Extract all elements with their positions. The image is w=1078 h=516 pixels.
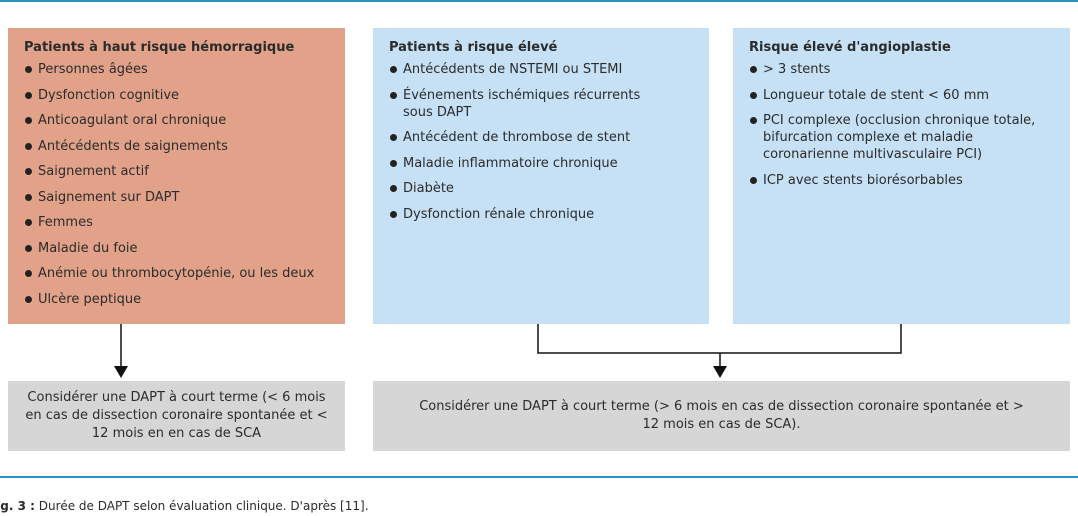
figure-caption: Fig. 3 : Durée de DAPT selon évaluation … xyxy=(0,498,369,514)
left-arrowhead-icon xyxy=(114,366,128,378)
list-item: Ulcère peptique xyxy=(24,291,329,308)
list-item: Femmes xyxy=(24,214,329,231)
list-item: Dysfonction cognitive xyxy=(24,87,329,104)
high-risk-patients-box: Patients à risque élevé Antécédents de N… xyxy=(373,28,709,324)
list-item: Dysfonction rénale chronique xyxy=(389,206,693,223)
angioplasty-risk-title: Risque élevé d'angioplastie xyxy=(749,40,951,55)
angioplasty-risk-box: Risque élevé d'angioplastie > 3 stents L… xyxy=(733,28,1070,324)
bracket-connector-line xyxy=(537,324,902,354)
list-item: Maladie inflammatoire chronique xyxy=(389,155,693,172)
list-item: Événements ischémiques récurrents sous D… xyxy=(389,87,693,121)
list-item: Longueur totale de stent < 60 mm xyxy=(749,87,1054,104)
caption-label: Fig. 3 : xyxy=(0,499,35,513)
short-dapt-recommendation-right: Considérer une DAPT à court terme (> 6 m… xyxy=(373,381,1070,451)
list-item: ICP avec stents biorésorbables xyxy=(749,172,1054,189)
angioplasty-risk-list: > 3 stents Longueur totale de stent < 60… xyxy=(749,61,1054,189)
list-item: PCI complexe (occlusion chronique totale… xyxy=(749,112,1054,163)
list-item: Personnes âgées xyxy=(24,61,329,78)
list-item: Anémie ou thrombocytopénie, ou les deux xyxy=(24,265,329,282)
top-rule xyxy=(0,0,1078,2)
list-item: Diabète xyxy=(389,180,693,197)
list-item: Anticoagulant oral chronique xyxy=(24,112,329,129)
high-bleeding-risk-title: Patients à haut risque hémorragique xyxy=(24,40,295,55)
caption-text: Durée de DAPT selon évaluation clinique.… xyxy=(38,499,369,513)
recommendation-text: Considérer une DAPT à court terme (< 6 m… xyxy=(25,390,328,441)
right-arrowhead-icon xyxy=(713,366,727,378)
high-risk-patients-list: Antécédents de NSTEMI ou STEMI Événement… xyxy=(389,61,693,223)
list-item: > 3 stents xyxy=(749,61,1054,78)
list-item: Saignement sur DAPT xyxy=(24,189,329,206)
list-item: Antécédents de NSTEMI ou STEMI xyxy=(389,61,693,78)
high-bleeding-risk-box: Patients à haut risque hémorragique Pers… xyxy=(8,28,345,324)
list-item: Antécédents de saignements xyxy=(24,138,329,155)
high-bleeding-risk-list: Personnes âgées Dysfonction cognitive An… xyxy=(24,61,329,308)
recommendation-text: Considérer une DAPT à court terme (> 6 m… xyxy=(419,399,1024,432)
short-dapt-recommendation-left: Considérer une DAPT à court terme (< 6 m… xyxy=(8,381,345,451)
bottom-rule xyxy=(0,476,1078,478)
list-item: Antécédent de thrombose de stent xyxy=(389,129,693,146)
list-item: Maladie du foie xyxy=(24,240,329,257)
high-risk-patients-title: Patients à risque élevé xyxy=(389,40,558,55)
list-item: Saignement actif xyxy=(24,163,329,180)
